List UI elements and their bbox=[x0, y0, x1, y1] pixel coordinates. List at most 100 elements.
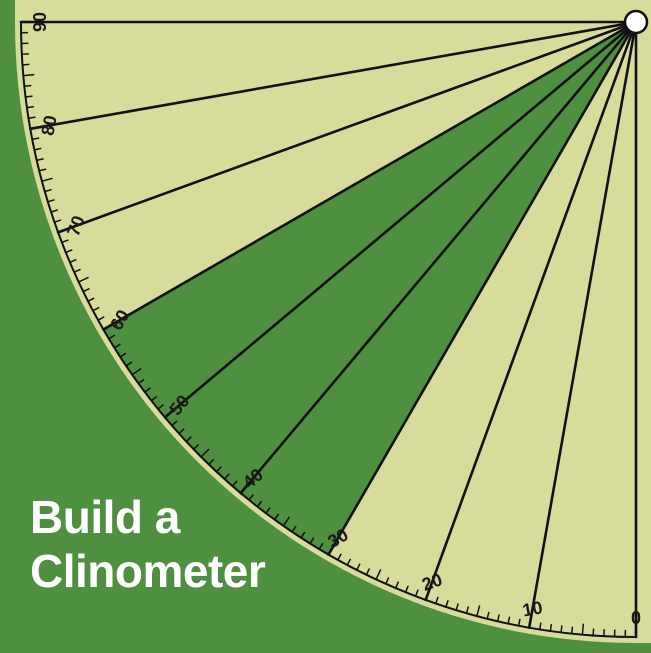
tick-31 bbox=[318, 542, 324, 550]
tick-13 bbox=[496, 614, 500, 622]
tick-32 bbox=[309, 537, 315, 544]
angle-label-0: 0 bbox=[631, 608, 641, 628]
ray-20 bbox=[424, 20, 638, 602]
tick-45 bbox=[200, 448, 210, 458]
tick-22 bbox=[404, 585, 409, 593]
tick-33 bbox=[300, 531, 306, 539]
tick-77 bbox=[36, 158, 44, 162]
tick-15 bbox=[476, 605, 481, 617]
tick-59 bbox=[108, 334, 116, 340]
angle-label-10: 10 bbox=[521, 597, 544, 620]
tick-5 bbox=[581, 623, 585, 635]
tick-78 bbox=[34, 147, 42, 151]
tick-6 bbox=[570, 626, 574, 634]
tick-48 bbox=[178, 428, 185, 435]
tick-11 bbox=[517, 618, 521, 626]
pivot-hole-icon bbox=[623, 9, 649, 35]
ray-60 bbox=[102, 20, 638, 331]
title-line-1: Build a bbox=[30, 491, 180, 543]
page-title: Build a Clinometer bbox=[30, 490, 266, 598]
tick-62 bbox=[92, 306, 100, 312]
ray-30 bbox=[327, 20, 638, 556]
tick-9 bbox=[539, 622, 542, 630]
tick-54 bbox=[138, 378, 145, 385]
tick-43 bbox=[216, 466, 222, 473]
tick-74 bbox=[44, 188, 52, 193]
tick-8 bbox=[549, 623, 553, 632]
tick-30 bbox=[327, 540, 338, 556]
tick-56 bbox=[125, 361, 133, 367]
tick-24 bbox=[385, 577, 390, 585]
tick-18 bbox=[445, 600, 449, 608]
tick-58 bbox=[114, 343, 121, 349]
tick-46 bbox=[193, 443, 200, 450]
tick-36 bbox=[273, 513, 280, 520]
tick-85 bbox=[23, 73, 35, 77]
ray-10 bbox=[527, 20, 638, 629]
tick-52 bbox=[150, 395, 158, 402]
tick-75 bbox=[41, 177, 53, 182]
tick-19 bbox=[435, 596, 439, 604]
tick-73 bbox=[47, 199, 55, 203]
tick-29 bbox=[337, 553, 342, 561]
angle-label-80: 80 bbox=[37, 114, 60, 137]
tick-84 bbox=[24, 84, 32, 88]
tick-16 bbox=[465, 606, 470, 614]
tick-40 bbox=[239, 480, 252, 494]
tick-49 bbox=[171, 420, 178, 427]
ray-40 bbox=[239, 20, 638, 495]
tick-69 bbox=[61, 239, 69, 244]
tick-71 bbox=[54, 219, 62, 223]
tick-79 bbox=[32, 137, 40, 141]
tick-66 bbox=[73, 268, 81, 273]
tick-61 bbox=[97, 316, 105, 321]
tick-80 bbox=[30, 124, 47, 130]
highlighted-sector bbox=[103, 22, 636, 555]
tick-68 bbox=[65, 249, 73, 254]
tick-38 bbox=[256, 500, 263, 508]
tick-35 bbox=[282, 516, 291, 527]
tick-81 bbox=[28, 116, 36, 119]
tick-42 bbox=[223, 473, 230, 480]
ray-80 bbox=[29, 20, 638, 131]
tick-34 bbox=[291, 525, 297, 533]
tick-47 bbox=[185, 436, 192, 442]
ray-70 bbox=[56, 20, 638, 234]
tick-25 bbox=[375, 569, 382, 580]
tick-23 bbox=[395, 581, 400, 589]
tick-82 bbox=[26, 105, 35, 109]
tick-67 bbox=[69, 258, 77, 263]
tick-60 bbox=[102, 320, 118, 331]
tick-21 bbox=[414, 589, 419, 597]
tick-83 bbox=[25, 95, 33, 98]
tick-44 bbox=[208, 458, 215, 465]
tick-53 bbox=[144, 387, 151, 393]
tick-64 bbox=[82, 287, 90, 293]
tick-10 bbox=[528, 611, 534, 628]
tick-17 bbox=[455, 603, 459, 611]
tick-63 bbox=[87, 297, 95, 302]
ray-50 bbox=[163, 20, 638, 419]
tick-14 bbox=[486, 611, 490, 619]
tick-55 bbox=[131, 367, 142, 376]
tick-41 bbox=[231, 480, 238, 487]
tick-50 bbox=[164, 406, 178, 419]
tick-70 bbox=[57, 225, 74, 234]
tick-27 bbox=[356, 563, 361, 571]
tick-7 bbox=[560, 625, 563, 633]
tick-72 bbox=[50, 209, 58, 213]
title-line-2: Clinometer bbox=[30, 545, 266, 597]
tick-65 bbox=[78, 276, 89, 283]
tick-39 bbox=[248, 494, 254, 501]
angle-label-90: 90 bbox=[30, 12, 50, 32]
tick-57 bbox=[119, 352, 127, 358]
tick-28 bbox=[346, 558, 352, 566]
tick-37 bbox=[265, 507, 271, 514]
tick-76 bbox=[39, 168, 47, 172]
tick-51 bbox=[157, 404, 164, 410]
tick-20 bbox=[424, 584, 433, 601]
tick-12 bbox=[507, 616, 511, 624]
tick-26 bbox=[365, 568, 371, 576]
